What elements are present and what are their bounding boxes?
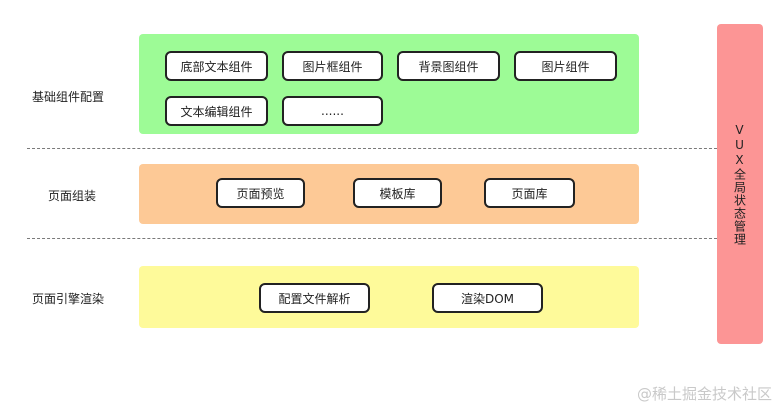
page-render-band bbox=[139, 266, 639, 328]
separator-line bbox=[27, 238, 722, 239]
render-box[interactable]: 配置文件解析 bbox=[259, 283, 370, 313]
separator-line bbox=[27, 148, 722, 149]
assembly-box[interactable]: 页面预览 bbox=[216, 178, 305, 208]
row-label-basic-components: 基础组件配置 bbox=[32, 90, 105, 104]
component-box[interactable]: 底部文本组件 bbox=[165, 51, 268, 81]
component-box[interactable]: 图片框组件 bbox=[282, 51, 383, 81]
watermark-text: @稀土掘金技术社区 bbox=[636, 385, 772, 403]
component-box[interactable]: ...... bbox=[282, 96, 383, 126]
row-label-page-assembly: 页面组装 bbox=[48, 189, 97, 203]
render-box[interactable]: 渲染DOM bbox=[432, 283, 543, 313]
assembly-box[interactable]: 模板库 bbox=[353, 178, 442, 208]
component-box[interactable]: 图片组件 bbox=[514, 51, 617, 81]
component-box[interactable]: 文本编辑组件 bbox=[165, 96, 268, 126]
assembly-box[interactable]: 页面库 bbox=[484, 178, 575, 208]
component-box[interactable]: 背景图组件 bbox=[397, 51, 500, 81]
global-state-label: VUX全局状态管理 bbox=[732, 122, 747, 246]
row-label-page-engine-render: 页面引擎渲染 bbox=[32, 292, 105, 306]
global-state-panel: VUX全局状态管理 bbox=[717, 24, 763, 344]
